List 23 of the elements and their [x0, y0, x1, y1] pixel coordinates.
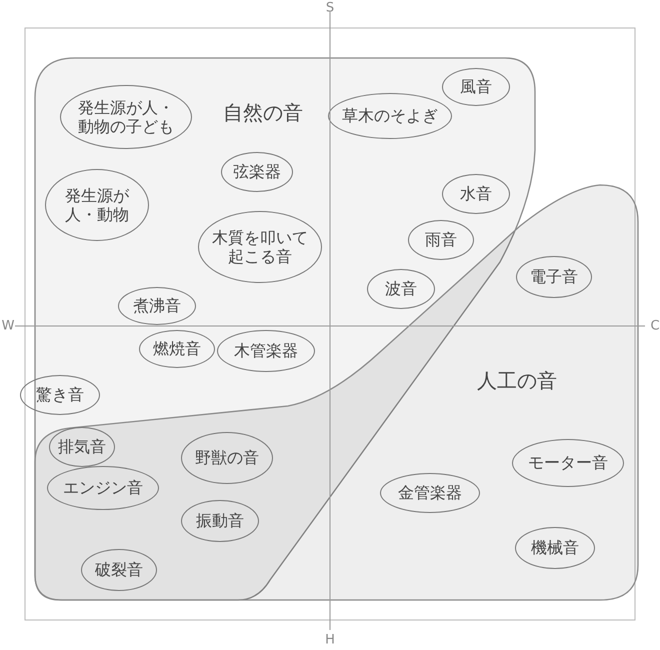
sound-ellipse: 燃焼音: [139, 330, 215, 368]
sound-ellipse: 木管楽器: [217, 330, 315, 372]
axis-label: W: [2, 318, 14, 334]
sound-ellipse: 草木のそよぎ: [328, 93, 452, 139]
sound-ellipse: 驚き音: [20, 375, 100, 415]
sound-ellipse: 風音: [442, 68, 510, 106]
region-heading: 自然の音: [223, 100, 303, 126]
sound-ellipse: 雨音: [408, 220, 474, 260]
sound-ellipse: 機械音: [515, 527, 595, 569]
axis-label: S: [326, 0, 334, 16]
sound-ellipse: 弦楽器: [221, 152, 293, 192]
sound-ellipse: 波音: [367, 269, 435, 309]
sound-ellipse: 煮沸音: [118, 287, 196, 325]
sound-ellipse: 水音: [442, 174, 510, 214]
sound-ellipse: 発生源が人・動物の子ども: [60, 85, 192, 149]
axis-label: C: [650, 318, 660, 334]
sound-ellipse: 発生源が人・動物: [45, 169, 149, 241]
region-heading: 人工の音: [477, 368, 557, 394]
sound-ellipse: 電子音: [516, 256, 592, 298]
axis-label: H: [325, 632, 335, 648]
sound-ellipse: 金管楽器: [380, 473, 480, 513]
sound-ellipse: 木質を叩いて起こる音: [198, 211, 322, 283]
sound-ellipse: モーター音: [512, 439, 624, 487]
